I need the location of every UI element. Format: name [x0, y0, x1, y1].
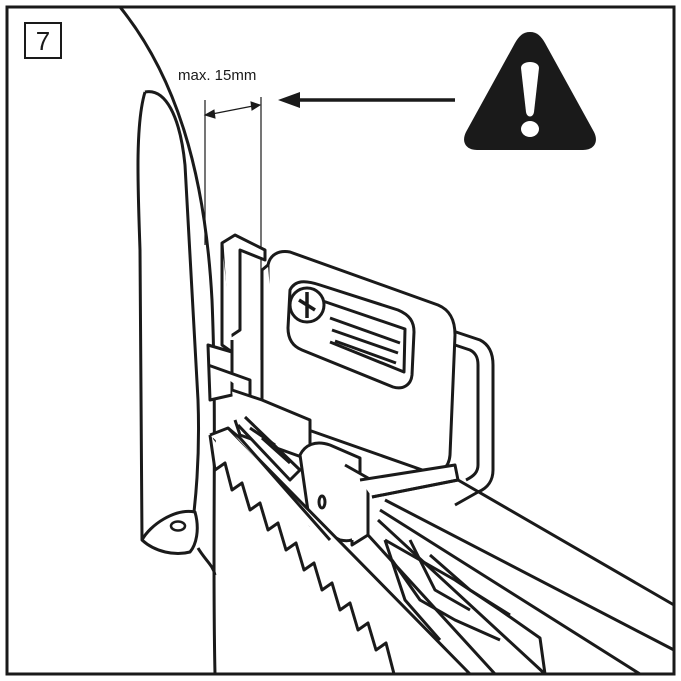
- dimension-arrow: [211, 105, 254, 115]
- dimension-arrowhead-left: [203, 109, 216, 119]
- warning-triangle-icon: [464, 32, 596, 150]
- step-number-box: 7: [24, 22, 62, 59]
- dimension-arrowhead-right: [250, 101, 262, 111]
- dimension-label: max. 15mm: [178, 67, 256, 84]
- gate-leaf: [118, 6, 217, 675]
- rack-profile: [371, 478, 675, 676]
- step-number: 7: [36, 26, 50, 56]
- pointer-arrow: [278, 92, 455, 108]
- screw-icon: [298, 292, 316, 318]
- gear-rack: [208, 415, 497, 676]
- mounting-bracket: [220, 233, 495, 507]
